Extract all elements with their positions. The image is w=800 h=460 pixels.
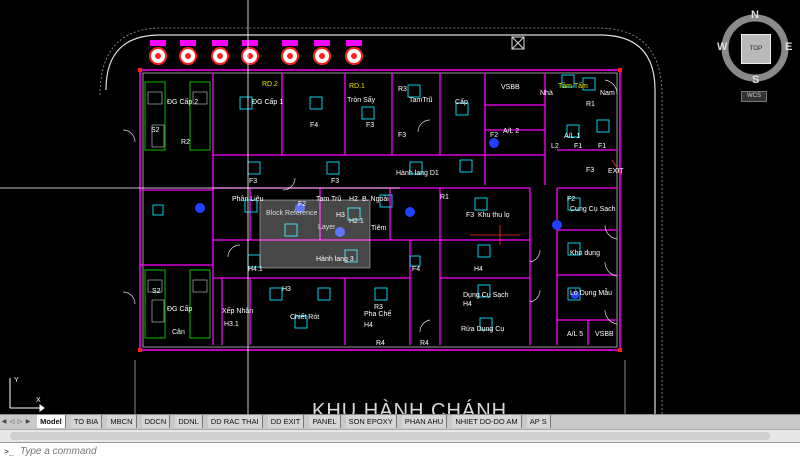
lower-boundary — [134, 360, 626, 414]
svg-text:X: X — [36, 397, 41, 404]
crosshair-cursor — [0, 0, 400, 414]
command-line: >_ — [0, 442, 800, 460]
drawing-viewport[interactable]: Y X ĐG Cấp 2 S2 R2 RD.2 ĐG Cấp 1 F4 RD.1… — [0, 0, 800, 414]
floor-plan-canvas[interactable]: Y X — [0, 0, 800, 414]
view-cube-top-face[interactable]: TOP — [741, 34, 771, 64]
command-prompt-icon[interactable]: >_ — [4, 446, 14, 456]
ucs-icon: Y X — [9, 377, 45, 412]
tab-mbcn[interactable]: MBCN — [107, 415, 137, 428]
tab-phan-ahu[interactable]: PHAN AHU — [401, 415, 448, 428]
compass-ring — [721, 14, 789, 82]
compass-east[interactable]: E — [785, 41, 793, 53]
door-swings — [122, 79, 618, 333]
prev-tab-icon[interactable]: ◁ — [9, 418, 15, 425]
stair-details — [147, 91, 208, 323]
hover-tooltip — [259, 199, 371, 269]
last-tab-icon[interactable]: ▶ — [25, 418, 31, 425]
tab-ddnl[interactable]: DDNL — [175, 415, 203, 428]
stair-blocks — [144, 81, 211, 339]
first-tab-icon[interactable]: ◀ — [1, 418, 7, 425]
svg-text:Y: Y — [14, 377, 19, 384]
compass-south[interactable]: S — [752, 74, 760, 86]
pump-symbols — [195, 138, 579, 299]
layout-tab-bar: ◀◁▷▶ Model TO BIA MBCN DDCN DDNL DD RAC … — [0, 414, 800, 429]
duct-markings — [470, 159, 623, 245]
scrollbar-thumb[interactable] — [10, 432, 770, 440]
tab-panel[interactable]: PANEL — [309, 415, 341, 428]
ahu-units — [149, 36, 525, 65]
tab-nhiet-do-do-am[interactable]: NHIET DO-DO AM — [452, 415, 522, 428]
command-input[interactable] — [18, 444, 762, 459]
tab-model[interactable]: Model — [37, 415, 66, 428]
horizontal-scrollbar[interactable] — [0, 429, 800, 442]
tab-to-bia[interactable]: TO BIA — [70, 415, 103, 428]
next-tab-icon[interactable]: ▷ — [17, 418, 23, 425]
tab-dd-exit[interactable]: DD EXIT — [267, 415, 305, 428]
compass-north[interactable]: N — [751, 9, 759, 21]
view-cube[interactable]: N S W E TOP — [715, 8, 795, 100]
tab-ddcn[interactable]: DDCN — [141, 415, 171, 428]
equipment-symbols — [152, 74, 610, 331]
tab-son-epoxy[interactable]: SON EPOXY — [345, 415, 397, 428]
building-outline — [139, 69, 621, 351]
wcs-menu-button[interactable]: WCS — [741, 91, 767, 102]
corner-markers — [138, 68, 622, 352]
site-boundary-dashed — [99, 27, 663, 414]
interior-walls — [140, 73, 617, 345]
tab-ap-s[interactable]: AP S — [526, 415, 551, 428]
site-boundary — [105, 34, 656, 414]
building-inner-outline — [142, 72, 618, 348]
building-title: KHU HÀNH CHÁNH — [312, 400, 508, 414]
tab-dd-rac-thai[interactable]: DD RAC THAI — [207, 415, 263, 428]
compass-west[interactable]: W — [717, 41, 728, 53]
